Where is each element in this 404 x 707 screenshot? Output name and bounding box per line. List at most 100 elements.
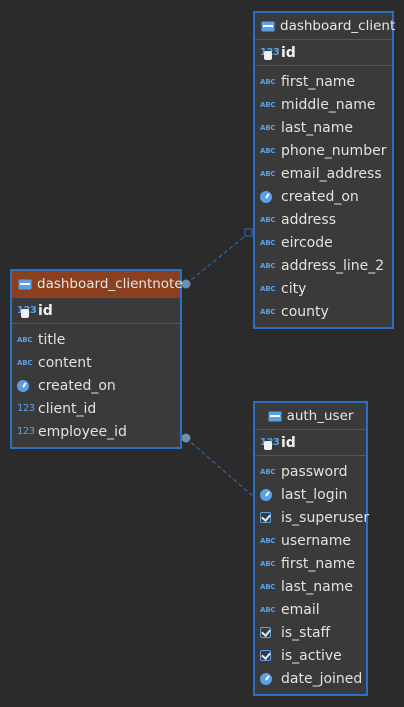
abc-icon: ABC bbox=[260, 238, 276, 247]
abc-icon: ABC bbox=[260, 284, 276, 293]
entity-title: dashboard_client bbox=[280, 18, 396, 34]
column-row[interactable]: ABC first_name bbox=[255, 70, 392, 93]
column-name: created_on bbox=[281, 188, 359, 205]
connector-clientnote-client[interactable] bbox=[185, 232, 250, 285]
connector-clientnote-authuser[interactable] bbox=[185, 437, 255, 498]
connector-end-dot-clientnote-top bbox=[181, 279, 191, 289]
clock-icon bbox=[260, 672, 280, 686]
column-row[interactable]: created_on bbox=[12, 374, 180, 397]
column-row[interactable]: last_login bbox=[255, 483, 366, 506]
column-name: is_active bbox=[281, 647, 342, 664]
entity-header[interactable]: dashboard_clientnote bbox=[12, 271, 183, 298]
column-name: is_staff bbox=[281, 624, 331, 641]
column-name: title bbox=[38, 331, 66, 348]
column-name: phone_number bbox=[281, 142, 387, 159]
column-row[interactable]: ABC county bbox=[255, 300, 392, 323]
column-row[interactable]: ABC title bbox=[12, 328, 180, 351]
column-row[interactable]: is_active bbox=[255, 644, 366, 667]
column-row[interactable]: is_superuser bbox=[255, 506, 370, 529]
column-name: last_login bbox=[281, 486, 348, 503]
column-row[interactable]: ABC last_name bbox=[255, 116, 392, 139]
table-icon bbox=[18, 279, 32, 290]
column-name: content bbox=[38, 354, 92, 371]
checkbox-icon bbox=[260, 511, 280, 525]
column-row[interactable]: ABC phone_number bbox=[255, 139, 392, 162]
column-row[interactable]: ABC middle_name bbox=[255, 93, 392, 116]
abc-icon: ABC bbox=[260, 77, 276, 86]
primary-key-row[interactable]: 123 id bbox=[255, 430, 366, 456]
column-name: id bbox=[38, 302, 53, 319]
column-name: middle_name bbox=[281, 96, 376, 113]
column-name: first_name bbox=[281, 73, 356, 90]
abc-icon: ABC bbox=[260, 169, 276, 178]
clock-icon bbox=[17, 379, 37, 393]
column-name: eircode bbox=[281, 234, 333, 251]
connector-end-square-client bbox=[244, 228, 253, 237]
column-row[interactable]: ABC first_name bbox=[255, 552, 366, 575]
123-key-icon: 123 bbox=[260, 436, 280, 450]
column-name: first_name bbox=[281, 555, 356, 572]
column-row[interactable]: ABC city bbox=[255, 277, 392, 300]
column-name: id bbox=[281, 434, 296, 451]
entity-dashboard-client[interactable]: dashboard_client 123 id ABCfirst_nameABC… bbox=[253, 11, 396, 329]
abc-icon: ABC bbox=[260, 559, 276, 568]
abc-icon: ABC bbox=[260, 582, 276, 591]
column-row[interactable]: is_staff bbox=[255, 621, 366, 644]
entity-header[interactable]: dashboard_client bbox=[255, 13, 396, 40]
column-name: email_address bbox=[281, 165, 382, 182]
connector-end-dot-clientnote-bottom bbox=[181, 433, 191, 443]
123-icon: 123 bbox=[17, 403, 35, 414]
abc-icon: ABC bbox=[260, 467, 276, 476]
column-row[interactable]: ABC email_address bbox=[255, 162, 392, 185]
123-key-icon: 123 bbox=[260, 46, 280, 60]
column-row[interactable]: ABC username bbox=[255, 529, 366, 552]
clock-icon bbox=[260, 190, 280, 204]
column-name: county bbox=[281, 303, 329, 320]
column-name: email bbox=[281, 601, 320, 618]
column-row[interactable]: created_on bbox=[255, 185, 392, 208]
column-name: password bbox=[281, 463, 348, 480]
entity-title: dashboard_clientnote bbox=[37, 276, 183, 292]
table-icon bbox=[261, 21, 275, 32]
abc-icon: ABC bbox=[260, 123, 276, 132]
column-row[interactable]: date_joined bbox=[255, 667, 366, 690]
column-row[interactable]: ABC email bbox=[255, 598, 366, 621]
column-name: last_name bbox=[281, 119, 353, 136]
entity-auth-user[interactable]: auth_user 123 id ABC password last_loginis… bbox=[253, 401, 370, 696]
abc-icon: ABC bbox=[260, 261, 276, 270]
123-icon: 123 bbox=[17, 426, 35, 437]
abc-icon: ABC bbox=[17, 358, 33, 367]
column-row[interactable]: ABC password bbox=[255, 460, 366, 483]
column-name: username bbox=[281, 532, 351, 549]
abc-icon: ABC bbox=[260, 146, 276, 155]
column-row[interactable]: ABC content bbox=[12, 351, 180, 374]
column-name: city bbox=[281, 280, 307, 297]
primary-key-row[interactable]: 123 id bbox=[255, 40, 392, 66]
column-name: is_superuser bbox=[281, 509, 370, 526]
column-name: address bbox=[281, 211, 337, 228]
abc-icon: ABC bbox=[260, 605, 276, 614]
primary-key-row[interactable]: 123 id bbox=[12, 298, 180, 324]
column-name: employee_id bbox=[38, 423, 127, 440]
abc-icon: ABC bbox=[260, 536, 276, 545]
column-name: client_id bbox=[38, 400, 97, 417]
abc-icon: ABC bbox=[17, 335, 33, 344]
entity-dashboard-clientnote[interactable]: dashboard_clientnote 123 id ABCtitleABCc… bbox=[10, 269, 183, 449]
column-row[interactable]: ABC eircode bbox=[255, 231, 392, 254]
column-name: date_joined bbox=[281, 670, 363, 687]
abc-icon: ABC bbox=[260, 100, 276, 109]
table-icon bbox=[268, 411, 282, 422]
clock-icon bbox=[260, 488, 280, 502]
entity-title: auth_user bbox=[286, 408, 354, 424]
abc-icon: ABC bbox=[260, 307, 276, 316]
entity-header[interactable]: auth_user bbox=[255, 403, 366, 430]
